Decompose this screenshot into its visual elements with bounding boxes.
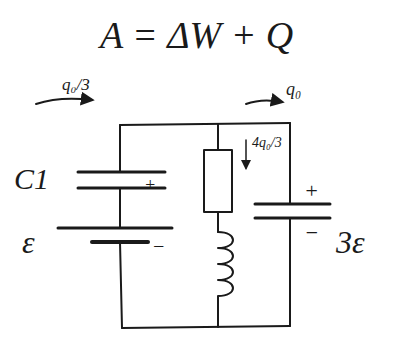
- wire: [217, 212, 219, 232]
- wire: [120, 242, 122, 328]
- component-label: C1: [14, 164, 49, 194]
- resistor-symbol: [204, 150, 232, 212]
- wire: [289, 123, 291, 204]
- wire: [120, 123, 290, 125]
- battery-plate: [58, 227, 172, 230]
- capacitor-plate: [255, 217, 330, 220]
- current-arrow: [246, 100, 282, 104]
- charge-label: q₀: [286, 80, 301, 98]
- current-arrow: [245, 140, 247, 168]
- component-label: ε: [22, 226, 35, 258]
- polarity-sign: +: [304, 180, 319, 202]
- polarity-sign: −: [152, 236, 166, 256]
- wire: [122, 326, 290, 328]
- capacitor-plate: [78, 171, 165, 174]
- polarity-sign: +: [144, 176, 156, 194]
- inductor-symbol: [218, 232, 233, 327]
- wire: [119, 188, 121, 228]
- wire: [289, 218, 291, 326]
- wire: [217, 124, 219, 150]
- formula-title: A = ΔW + Q: [100, 16, 293, 54]
- capacitor-plate: [255, 203, 330, 206]
- charge-label: 4q₀/3: [252, 136, 282, 150]
- charge-label: q₀/3: [62, 76, 90, 93]
- polarity-sign: −: [304, 222, 319, 244]
- component-label: 3ε: [336, 226, 365, 258]
- wire: [119, 125, 121, 172]
- current-arrow: [36, 99, 92, 104]
